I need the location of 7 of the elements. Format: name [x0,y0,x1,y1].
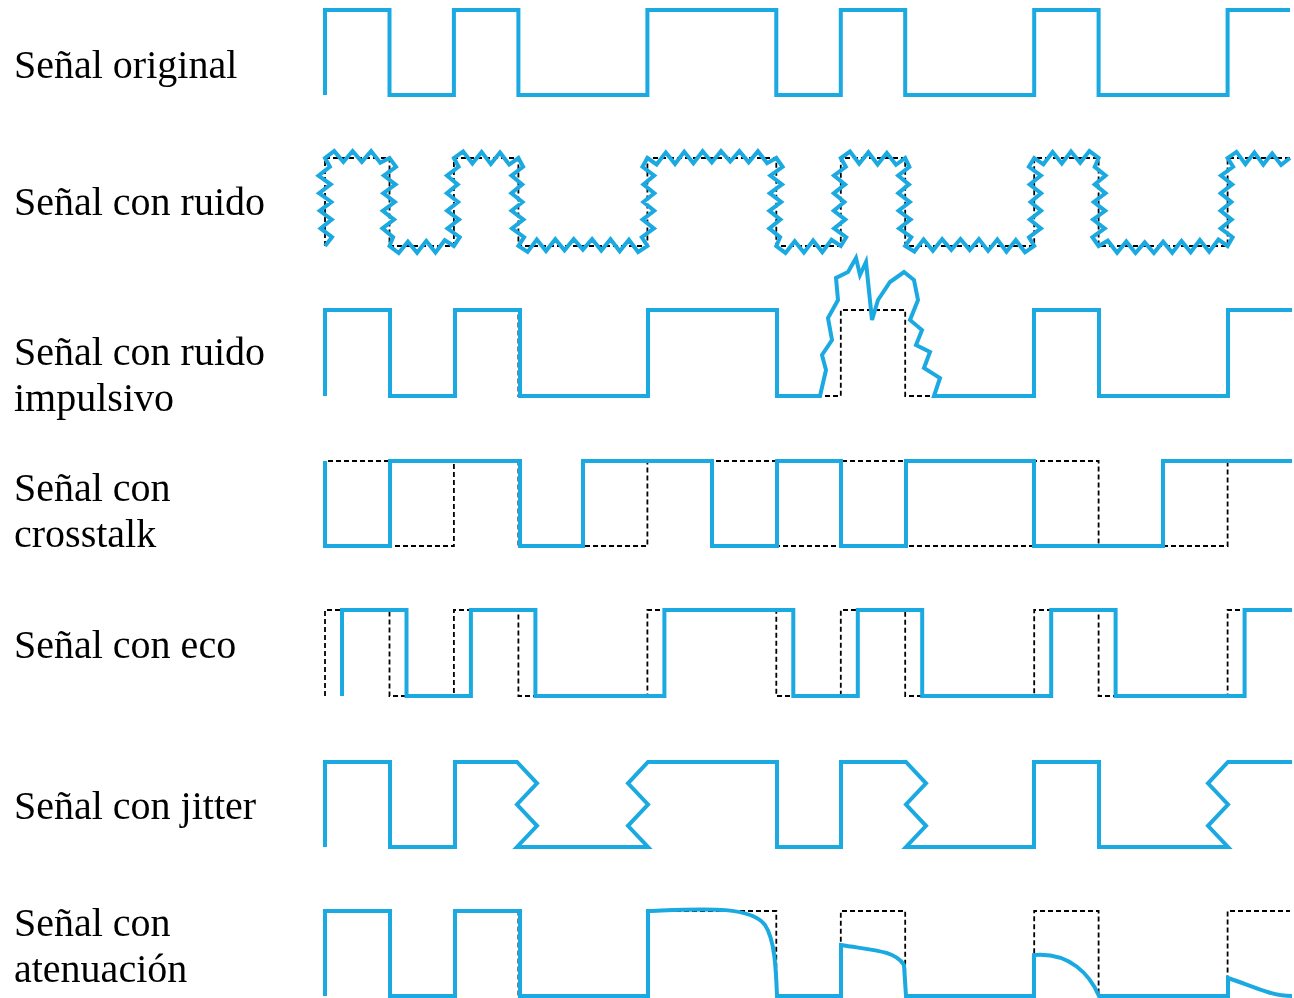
signal-label: Señal original [14,42,239,88]
signal-label: Señal con ruido [14,179,267,225]
signal-label: Señal con jitter [14,783,258,829]
signal-label: Señal con ruido impulsivo [14,329,267,421]
signal-label: Señal con atenuación [14,900,189,992]
signal-label: Señal con eco [14,622,238,668]
signal-label: Señal con crosstalk [14,465,172,557]
